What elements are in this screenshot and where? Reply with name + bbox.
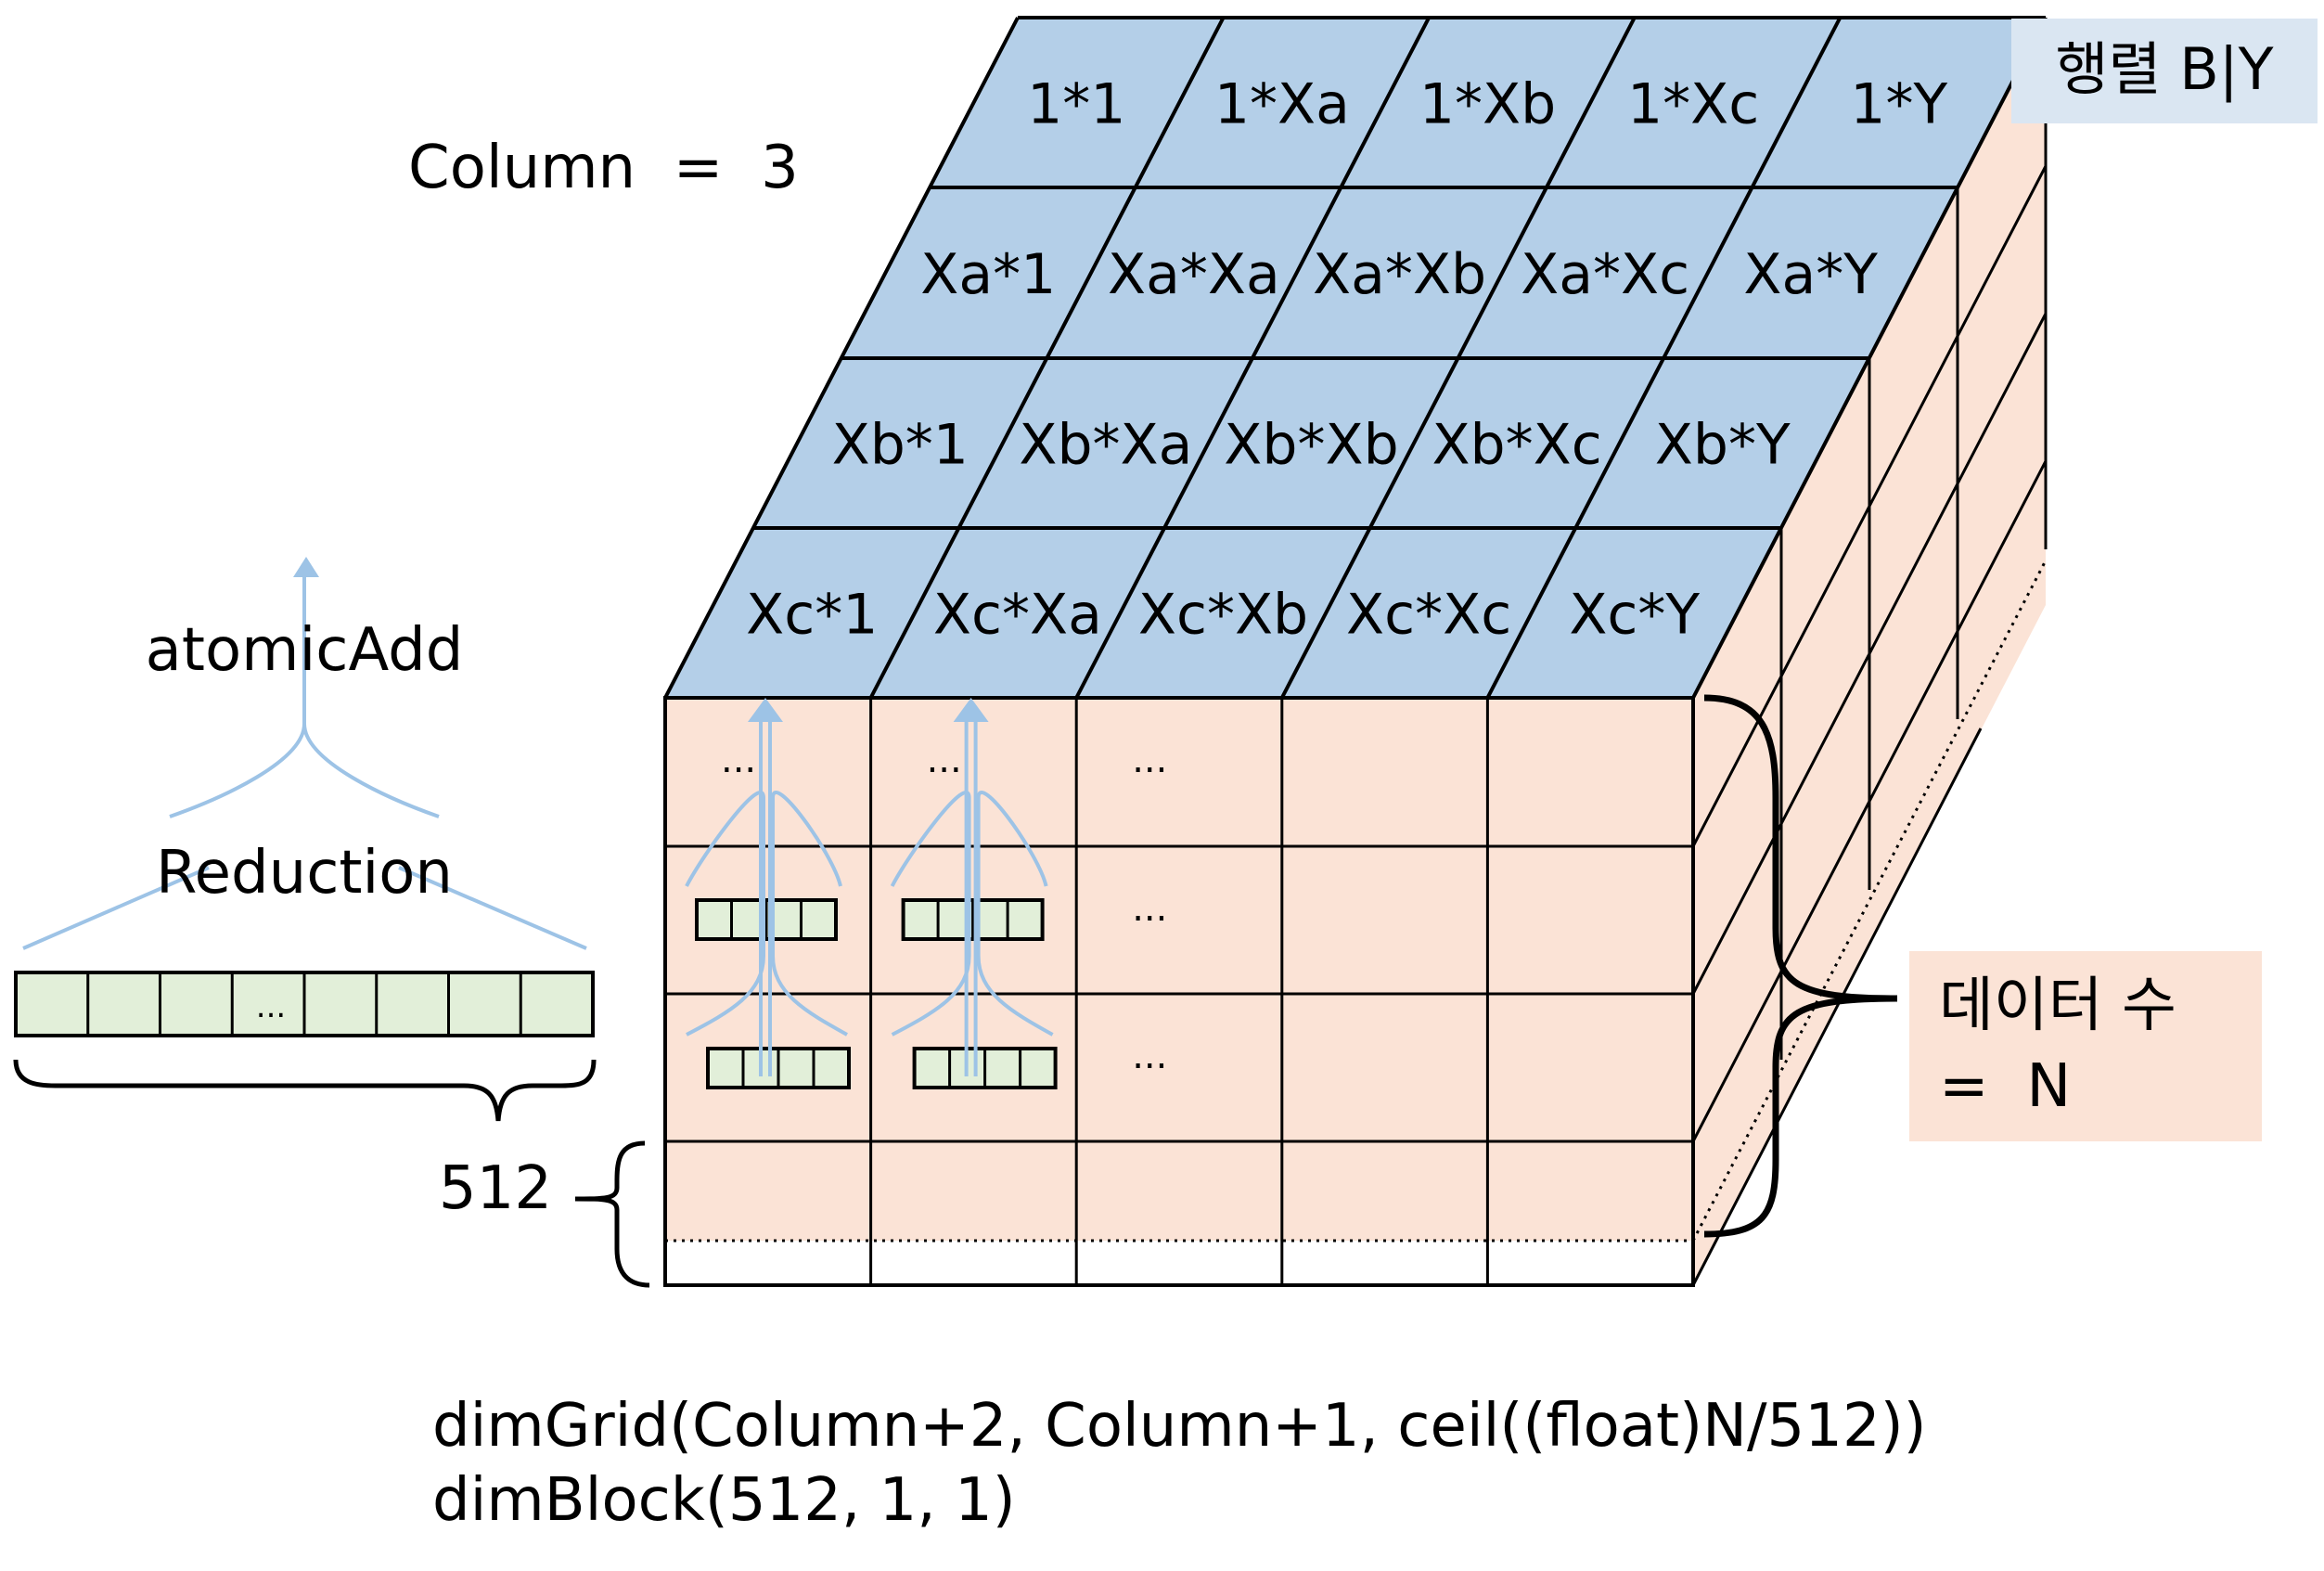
code-line2: dimBlock(512, 1, 1) [432,1466,1016,1535]
side-grid-line [1691,460,2048,1142]
top-cell-label: Xc*Xb [1138,583,1308,648]
side-grid-line [1691,165,2048,847]
top-cell-label: Xb*Xb [1224,413,1398,478]
top-cell-label: Xb*Xc [1432,413,1601,478]
top-grid-line [1485,17,1843,699]
cube-faces [665,18,2046,1285]
top-cell-label: Xc*1 [746,583,878,648]
front-face-bottom-strip [665,1241,1693,1285]
top-cell-label: Xa*Y [1743,242,1878,307]
top-cell-label: 1*Y [1850,72,1947,137]
arrow-head [953,698,989,722]
top-face-grid: 1*1 1*Xa 1*Xb 1*Xc 1*Y Xa*1 Xa*Xa Xa*Xb Xa*Xc Xa*… [663,16,2048,700]
top-cell-label: Xb*Y [1655,413,1791,478]
top-cell-label: Xb*1 [832,413,969,478]
top-grid-line [868,17,1226,699]
data-count-box [1909,951,2262,1141]
reduction-arrows [22,557,1054,1076]
left-arrow-head [293,557,319,577]
side-grid-line [1691,313,2048,995]
reduction-arrow-path [976,790,1054,1037]
left-array-dots: ... [256,988,286,1025]
array-brace [13,1059,597,1122]
left-fan-line [398,866,587,950]
column-label: Column = 3 [408,134,799,202]
reduction-arrow-path [771,790,848,1037]
reduction-arrow-path [685,790,765,1037]
top-cell-label: Xa*Xa [1108,242,1280,307]
data-count-line2: = N [1939,1052,2071,1121]
front-cell-dots: ... [721,739,756,781]
side-grid-line [1691,728,1983,1286]
top-grid-line [1691,17,2048,699]
reduction-arrow-path [890,790,971,1037]
block-reduction-arrays [695,898,1058,1089]
top-cell-label: 1*Xb [1419,72,1556,137]
shared-memory-array [14,971,595,1037]
front-face-grid: ............... [663,696,1695,1287]
top-cell-label: 1*1 [1027,72,1125,137]
data-count-brace [1703,694,1898,1238]
top-cell-label: Xa*Xc [1521,242,1689,307]
top-cell-label: 1*Xc [1627,72,1759,137]
reduction-label: Reduction [156,839,453,908]
top-cell-label: Xc*Xc [1346,583,1511,648]
left-converge-line [302,723,440,818]
arrow-head [748,698,783,722]
left-fan-line [22,866,210,950]
top-grid-line [663,17,1020,699]
matrix-label-box [2011,19,2318,123]
front-cell-dots: ... [1132,887,1167,930]
front-cell-dots: ... [927,739,962,781]
top-cell-label: Xc*Xa [933,583,1102,648]
top-cell-label: Xc*Y [1569,583,1700,648]
front-outline [663,696,1695,1287]
left-converge-line [169,575,306,818]
top-cell-label: 1*Xa [1214,72,1350,137]
top-grid-line [1074,17,1431,699]
atomic-add-label: atomicAdd [146,616,464,685]
code-line1: dimGrid(Column+2, Column+1, ceil((float)… [432,1392,1927,1461]
front-face [665,698,1693,1241]
top-cell-label: Xb*Xa [1019,413,1192,478]
front-cell-dots: ... [1132,739,1167,781]
top-cell-label: Xa*Xb [1313,242,1486,307]
block-size-label: 512 [439,1154,552,1223]
front-cell-dots: ... [1132,1035,1167,1077]
top-grid-line [1280,17,1637,699]
top-cell-label: Xa*1 [920,242,1056,307]
matrix-label: 행렬 B|Y [2055,35,2273,104]
block-brace [574,1140,650,1288]
side-dotted-line [1691,560,2048,1242]
data-count-line1: 데이터 수 [1939,972,2176,1040]
